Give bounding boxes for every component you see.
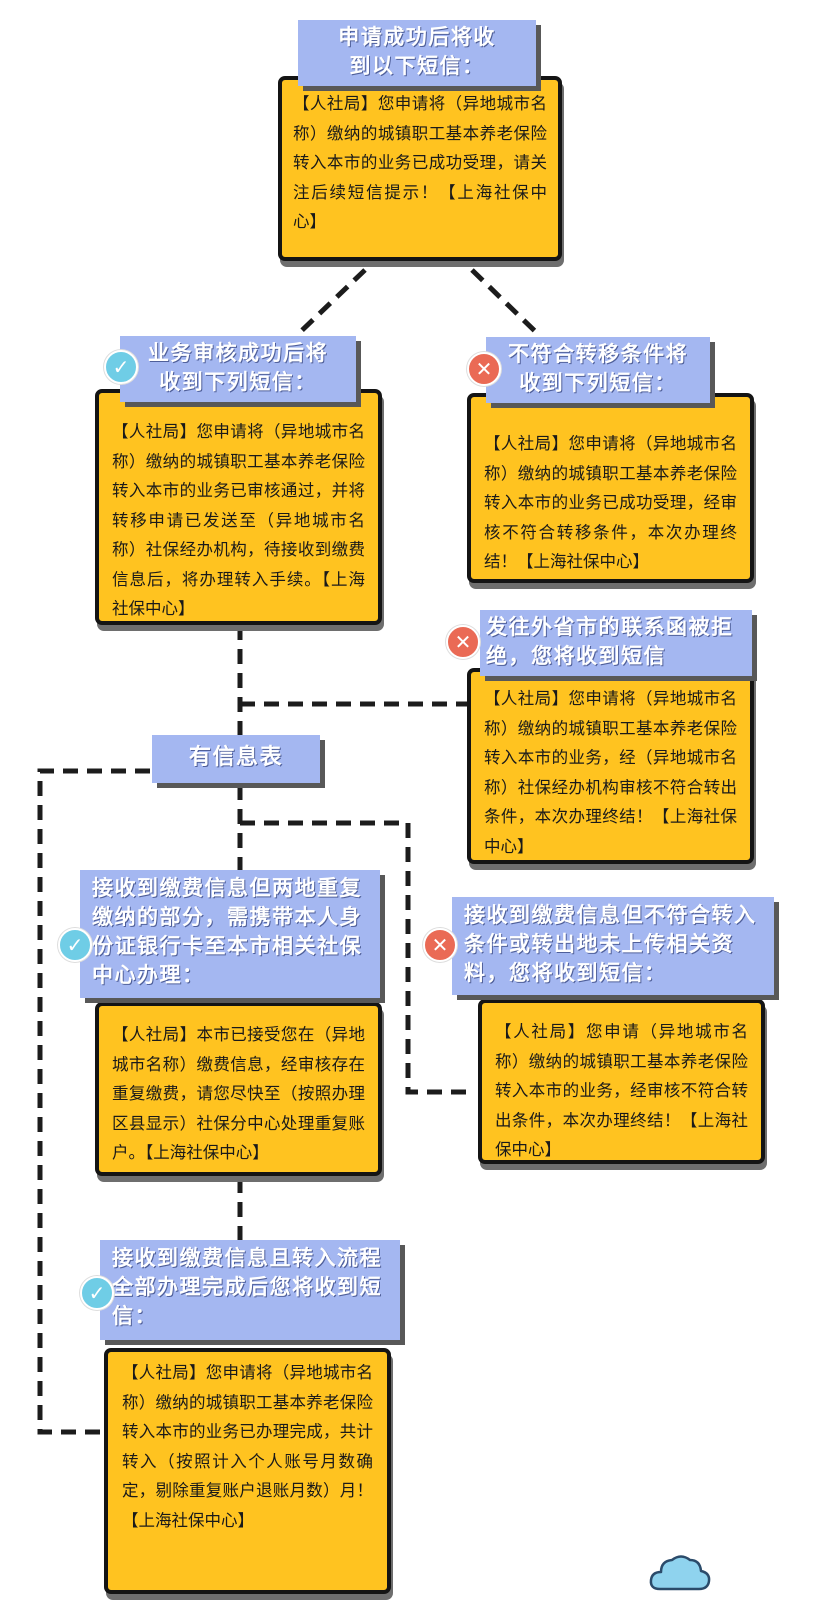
label-text: 接收到缴费信息但不符合转入条件或转出地未上传相关资料，您将收到短信： [464,903,757,985]
label-text: 发往外省市的联系函被拒绝，您将收到短信 [486,615,734,668]
message-box-start: 【人社局】您申请将（异地城市名称）缴纳的城镇职工基本养老保险转入本市的业务已成功… [278,76,562,261]
connector-start-to-audit-pass [294,268,367,338]
message-text: 【人社局】您申请将（异地城市名称）缴纳的城镇职工基本养老保险转入本市的业务已成功… [293,94,547,231]
label-text: 接收到缴费信息且转入流程全部办理完成后您将收到短信： [112,1246,382,1328]
cloud-icon [649,1555,711,1591]
label-letter-rejected: 发往外省市的联系函被拒绝，您将收到短信 [480,610,752,676]
message-text: 【人社局】您申请将（异地城市名称）缴纳的城镇职工基本养老保险转入本市的业务已成功… [484,434,737,571]
label-text: 有信息表 [188,745,283,770]
connector-branch-to-transfer-in-not-met [240,820,470,1095]
label-text: 申请成功后将收到以下短信： [338,25,496,78]
cross-icon: ✕ [467,352,501,386]
cross-icon: ✕ [423,928,457,962]
label-audit-pass: 业务审核成功后将收到下列短信： [120,336,356,402]
message-text: 【人社局】您申请将（异地城市名称）缴纳的城镇职工基本养老保险转入本市的业务，经（… [484,689,737,856]
label-text: 不符合转移条件将收到下列短信： [508,342,688,395]
message-box-transfer-in-not-met: 【人社局】您申请（异地城市名称）缴纳的城镇职工基本养老保险转入本市的业务，经审核… [478,999,765,1164]
check-icon: ✓ [104,350,138,384]
label-completed: 接收到缴费信息且转入流程全部办理完成后您将收到短信： [100,1240,400,1340]
label-not-eligible: 不符合转移条件将收到下列短信： [486,337,710,403]
message-box-completed: 【人社局】您申请将（异地城市名称）缴纳的城镇职工基本养老保险转入本市的业务已办理… [104,1348,391,1594]
message-box-audit-pass: 【人社局】您申请将（异地城市名称）缴纳的城镇职工基本养老保险转入本市的业务已审核… [95,389,382,625]
check-icon: ✓ [80,1276,114,1310]
connector-info-table-to-completed [37,768,150,1435]
message-box-not-eligible: 【人社局】您申请将（异地城市名称）缴纳的城镇职工基本养老保险转入本市的业务已成功… [467,393,754,583]
label-info-table: 有信息表 [152,735,320,783]
label-transfer-in-not-met: 接收到缴费信息但不符合转入条件或转出地未上传相关资料，您将收到短信： [452,897,774,995]
message-text: 【人社局】您申请（异地城市名称）缴纳的城镇职工基本养老保险转入本市的业务，经审核… [495,1022,748,1159]
label-text: 接收到缴费信息但两地重复缴纳的部分，需携带本人身份证银行卡至本市相关社保中心办理… [92,876,362,987]
label-duplicate-payment: 接收到缴费信息但两地重复缴纳的部分，需携带本人身份证银行卡至本市相关社保中心办理… [80,870,380,998]
cross-icon: ✕ [446,625,480,659]
label-text: 业务审核成功后将收到下列短信： [148,341,328,394]
label-start: 申请成功后将收到以下短信： [298,20,536,86]
message-box-letter-rejected: 【人社局】您申请将（异地城市名称）缴纳的城镇职工基本养老保险转入本市的业务，经（… [467,668,754,864]
message-text: 【人社局】您申请将（异地城市名称）缴纳的城镇职工基本养老保险转入本市的业务已审核… [112,422,365,618]
message-box-duplicate-payment: 【人社局】本市已接受您在（异地城市名称）缴费信息，经审核存在重复缴费，请您尽快至… [95,1002,382,1176]
message-text: 【人社局】本市已接受您在（异地城市名称）缴费信息，经审核存在重复缴费，请您尽快至… [112,1025,365,1162]
message-text: 【人社局】您申请将（异地城市名称）缴纳的城镇职工基本养老保险转入本市的业务已办理… [122,1363,373,1530]
check-icon: ✓ [58,928,92,962]
connector-start-to-not-eligible [470,268,542,338]
